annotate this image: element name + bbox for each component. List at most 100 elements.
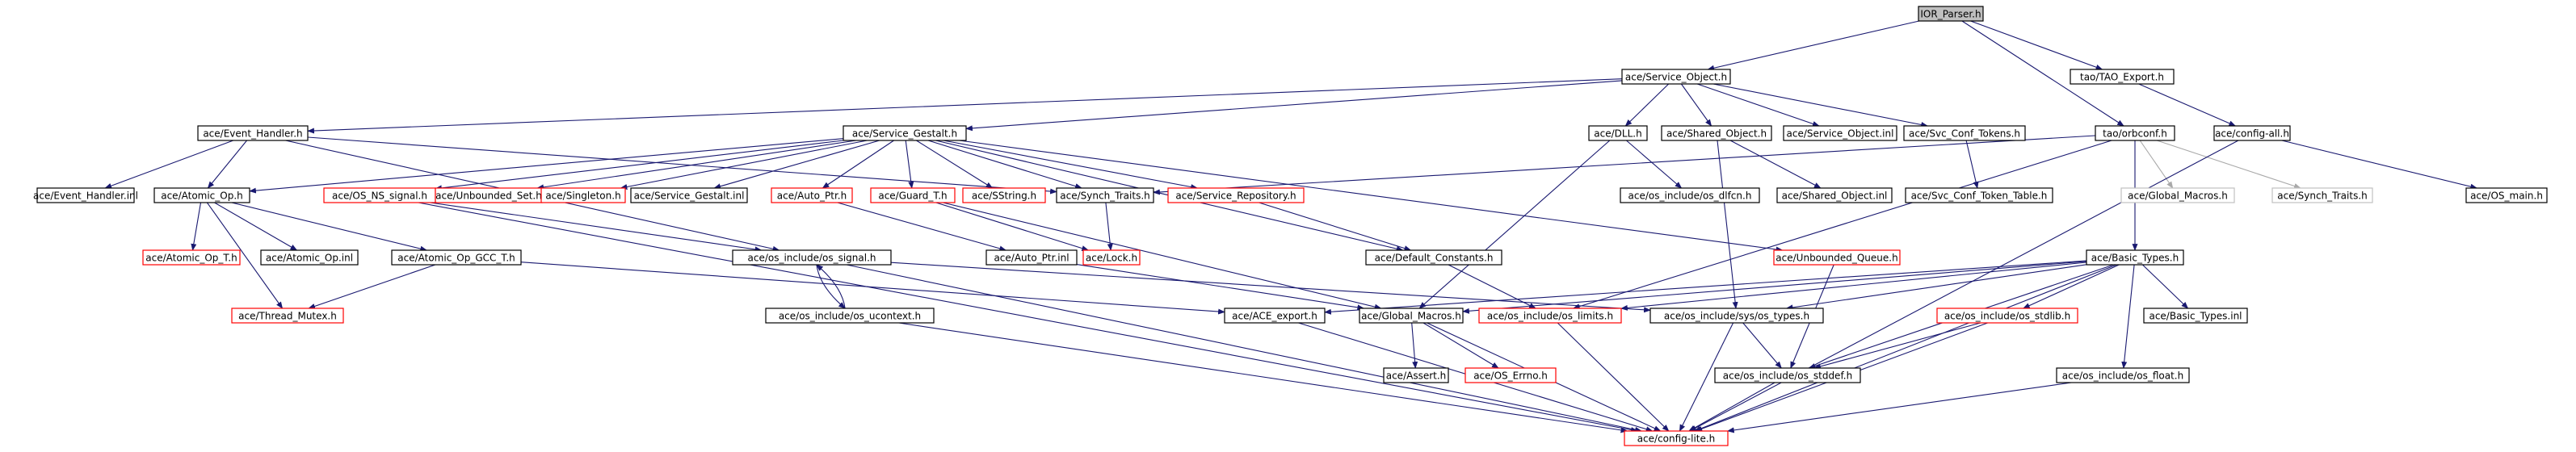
node-guard-t[interactable]: ace/Guard_T.h [870,187,956,203]
node-os-main[interactable]: ace/OS_main.h [2465,187,2548,203]
edge-basic_types-to-os_stdlib [2022,264,2120,309]
node-default-constants[interactable]: ace/Default_Constants.h [1365,249,1502,266]
node-svc-conf-token-table[interactable]: ace/Svc_Conf_Token_Table.h [1905,187,2053,203]
edge-basic_types-to-global_macros [1462,261,2087,314]
node-shared-object-inl[interactable]: ace/Shared_Object.inl [1776,187,1893,203]
edge-event_handler-to-synch_traits [307,136,1057,195]
node-box [540,187,626,203]
edge-service_gestalt-to-guard_t [905,140,914,189]
node-service-object[interactable]: ace/Service_Object.h [1621,69,1731,85]
node-label: ace/os_include/os_stddef.h [1723,370,1852,382]
node-box [771,187,853,203]
node-orbconf[interactable]: tao/orbconf.h [2095,125,2175,141]
edge-event_handler-to-atomic_op [207,140,248,189]
edge-os_ns_signal-to-os_signal [430,202,763,253]
edge-basic_types-to-config_lite [1693,264,2117,432]
node-atomic-op-gcc-t[interactable]: ace/Atomic_Op_GCC_T.h [391,249,522,266]
node-service-gestalt[interactable]: ace/Service_Gestalt.h [843,125,967,141]
node-auto-ptr[interactable]: ace/Auto_Ptr.h [771,187,853,203]
edge-synch_traits-to-lock [1105,202,1113,251]
node-assert[interactable]: ace/Assert.h [1383,367,1449,383]
node-box [1621,69,1731,85]
node-os-limits[interactable]: ace/os_include/os_limits.h [1478,308,1622,324]
node-label: tao/TAO_Export.h [2080,72,2164,83]
edge-basic_types-to-os_limits [1620,262,2087,311]
node-box [843,125,967,141]
edge-service_object-to-service_object_inl [1696,83,1820,127]
node-basic-types-inl[interactable]: ace/Basic_Types.inl [2143,308,2248,324]
edge-service_gestalt-to-synch_traits [927,140,1082,190]
node-global-macros[interactable]: ace/Global_Macros.h [1359,308,1464,324]
node-tao-export[interactable]: tao/TAO_Export.h [2070,69,2175,85]
node-box [1359,308,1464,324]
node-label: ace/Shared_Object.inl [1782,190,1888,202]
node-os-stddef[interactable]: ace/os_include/os_stddef.h [1714,367,1861,383]
node-sys-os-types[interactable]: ace/os_include/sys/os_types.h [1649,308,1824,324]
node-label: ace/Svc_Conf_Token_Table.h [1911,190,2048,202]
edge-atomic_op_gcc_t-to-thread_mutex [308,264,436,309]
node-service-repository[interactable]: ace/Service_Repository.h [1167,187,1305,203]
edge-ior_parser-to-orbconf [1961,20,2124,127]
node-svc-conf-tokens[interactable]: ace/Svc_Conf_Tokens.h [1903,125,2026,141]
node-label: ace/Service_Object.h [1625,72,1727,83]
node-event-handler-inl[interactable]: ace/Event_Handler.inl [33,187,138,203]
edge-service_repository-to-default_constants [1259,202,1412,251]
node-ace-export[interactable]: ace/ACE_export.h [1224,308,1326,324]
node-os-stdlib[interactable]: ace/os_include/os_stdlib.h [1936,308,2078,324]
node-basic-types[interactable]: ace/Basic_Types.h [2086,249,2184,266]
node-unbounded-queue[interactable]: ace/Unbounded_Queue.h [1773,249,1901,266]
node-box [1773,249,1901,266]
node-box [142,249,241,266]
edge-service_object-to-event_handler [307,78,1623,134]
node-thread-mutex[interactable]: ace/Thread_Mutex.h [231,308,344,324]
node-synch-traits[interactable]: ace/Synch_Traits.h [1056,187,1154,203]
node-os-float[interactable]: ace/os_include/os_float.h [2056,367,2190,383]
node-lock[interactable]: ace/Lock.h [1082,249,1141,266]
node-box [1714,367,1861,383]
node-box [260,249,359,266]
node-label: ace/os_include/os_dlfcn.h [1628,190,1752,202]
node-box [1903,125,2026,141]
node-atomic-op-t[interactable]: ace/Atomic_Op_T.h [142,249,241,266]
node-service-gestalt-inl[interactable]: ace/Service_Gestalt.inl [630,187,748,203]
node-dll[interactable]: ace/DLL.h [1588,125,1648,141]
node-box [1624,430,1729,446]
edge-basic_types-to-sys_os_types [1785,264,2087,311]
node-service-object-inl[interactable]: ace/Service_Object.inl [1783,125,1897,141]
node-box [1661,125,1772,141]
node-unbounded-set[interactable]: ace/Unbounded_Set.h [435,187,543,203]
node-box [630,187,748,203]
edge-os_ucontext-to-os_signal [816,264,846,309]
node-config-lite[interactable]: ace/config-lite.h [1624,430,1729,446]
node-label: IOR_Parser.h [1920,9,1981,20]
node-shared-object[interactable]: ace/Shared_Object.h [1661,125,1772,141]
node-label: ace/OS_main.h [2470,190,2543,202]
node-synch-traits-gray[interactable]: ace/Synch_Traits.h [2271,187,2373,203]
node-os-errno[interactable]: ace/OS_Errno.h [1464,367,1557,383]
node-os-dlfcn[interactable]: ace/os_include/os_dlfcn.h [1620,187,1760,203]
node-label: ace/Service_Gestalt.h [852,128,957,140]
node-box [1649,308,1824,324]
node-event-handler[interactable]: ace/Event_Handler.h [197,125,309,141]
node-os-signal[interactable]: ace/os_include/os_signal.h [732,249,892,266]
node-atomic-op-inl[interactable]: ace/Atomic_Op.inl [260,249,359,266]
node-label: ace/Global_Macros.h [1361,311,1461,322]
node-os-ns-signal[interactable]: ace/OS_NS_signal.h [323,187,436,203]
node-box [732,249,892,266]
node-ior-parser[interactable]: IOR_Parser.h [1918,6,1984,22]
node-global-macros-gray[interactable]: ace/Global_Macros.h [2120,187,2235,203]
node-sstring[interactable]: ace/SString.h [962,187,1046,203]
node-label: ace/Synch_Traits.h [1060,190,1149,202]
node-box [962,187,1046,203]
node-os-ucontext[interactable]: ace/os_include/os_ucontext.h [765,308,935,324]
node-config-all[interactable]: ace/config-all.h [2213,125,2291,141]
edge-atomic_op-to-atomic_op_gcc_t [231,202,428,252]
node-atomic-op[interactable]: ace/Atomic_Op.h [153,187,250,203]
node-auto-ptr-inl[interactable]: ace/Auto_Ptr.inl [985,249,1078,266]
node-singleton[interactable]: ace/Singleton.h [540,187,626,203]
node-box [2143,308,2248,324]
node-box [36,187,135,203]
edge-service_gestalt-to-service_repository [943,140,1198,190]
node-box [2120,187,2235,203]
node-box [1365,249,1502,266]
